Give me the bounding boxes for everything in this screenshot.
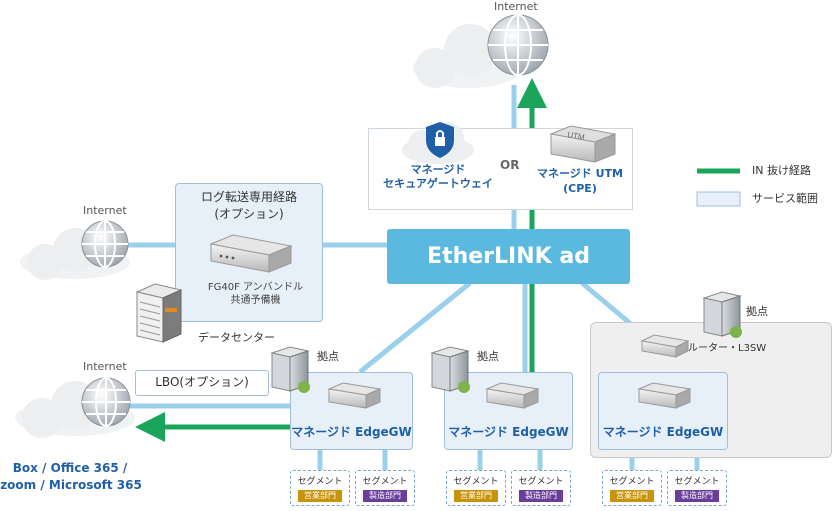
legend-in-label: IN 抜け経路 xyxy=(752,164,811,177)
segment-sales: セグメント 営業部門 xyxy=(446,470,506,506)
cloud-services-line2: zoom / Microsoft 365 xyxy=(0,478,142,492)
in-route-lines xyxy=(135,78,547,442)
utm-label-line2: (CPE) xyxy=(563,182,597,195)
segment-manufacturing: セグメント 製造部門 xyxy=(667,470,727,506)
cloud-services-line1: Box / Office 365 / xyxy=(12,461,128,475)
legend-service-label: サービス範囲 xyxy=(752,192,818,205)
router-label: ルーター・L3SW xyxy=(688,343,767,354)
lbo-box xyxy=(135,370,269,396)
router-l3sw-icon xyxy=(640,334,690,358)
utm-device-icon: UTM xyxy=(549,125,617,163)
segment-tag: 営業部門 xyxy=(610,490,654,502)
building-icon xyxy=(270,346,310,393)
internet-label-left: Internet xyxy=(83,204,127,217)
legend-service-swatch xyxy=(696,191,741,207)
segment-tag: 製造部門 xyxy=(363,490,407,502)
internet-label-lower: Internet xyxy=(83,360,127,373)
segment-tag: 製造部門 xyxy=(675,490,719,502)
segment-label: セグメント xyxy=(609,477,655,487)
edgegw-device-icon xyxy=(637,382,692,409)
fg40f-device-icon xyxy=(209,234,293,273)
segment-manufacturing: セグメント 製造部門 xyxy=(355,470,415,506)
site2-label: 拠点 xyxy=(477,350,499,363)
datacenter-icon xyxy=(135,283,183,343)
internet-label-top: Internet xyxy=(494,0,538,13)
site1-edgegw-label: マネージド EdgeGW xyxy=(291,425,412,439)
segment-manufacturing: セグメント 製造部門 xyxy=(511,470,571,506)
segment-label: セグメント xyxy=(518,477,564,487)
edgegw-device-icon xyxy=(327,382,382,409)
globe-icon xyxy=(81,220,129,268)
fg40f-label-line2: 共通予備機 xyxy=(230,295,281,306)
or-label: OR xyxy=(500,158,520,172)
building-icon xyxy=(702,291,742,338)
utm-device-text: UTM xyxy=(567,130,586,142)
segment-sales: セグメント 営業部門 xyxy=(290,470,350,506)
edgegw-device-icon xyxy=(485,382,540,409)
gateway-label-line1: マネージド xyxy=(410,163,466,176)
datacenter-label: データセンター xyxy=(198,331,275,344)
segment-label: セグメント xyxy=(297,477,343,487)
gateway-label-line2: セキュアゲートウェイ xyxy=(383,177,493,190)
secure-gateway-icon xyxy=(402,122,474,164)
segment-label: セグメント xyxy=(453,477,499,487)
building-icon xyxy=(430,346,470,393)
globe-icon xyxy=(81,377,131,427)
segment-label: セグメント xyxy=(362,477,408,487)
log-route-title: ログ転送専用経路 xyxy=(200,190,297,204)
segment-tag: 営業部門 xyxy=(454,490,498,502)
site3-edgegw-label: マネージド EdgeGW xyxy=(602,425,724,439)
lbo-label: LBO(オプション) xyxy=(155,375,249,389)
etherlink-core: EtherLINK ad xyxy=(387,229,630,284)
segment-sales: セグメント 営業部門 xyxy=(602,470,662,506)
segment-tag: 製造部門 xyxy=(519,490,563,502)
globe-icon xyxy=(487,14,549,76)
site3-label: 拠点 xyxy=(746,305,768,318)
utm-label-line1: マネージド UTM xyxy=(537,167,623,180)
site1-label: 拠点 xyxy=(317,350,339,363)
segment-label: セグメント xyxy=(674,477,720,487)
log-route-option: (オプション) xyxy=(214,207,284,221)
fg40f-label-line1: FG40F アンバンドル xyxy=(207,282,304,293)
segment-tag: 営業部門 xyxy=(298,490,342,502)
site2-edgegw-label: マネージド EdgeGW xyxy=(448,425,569,439)
